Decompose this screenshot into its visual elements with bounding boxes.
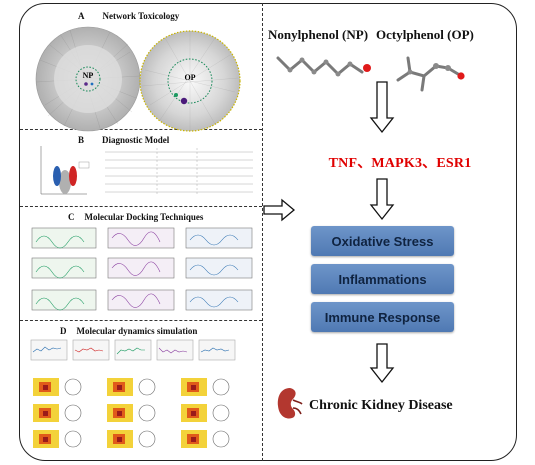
np-network: NP	[35, 26, 141, 132]
panel-d-label: Molecular dynamics simulation	[76, 326, 198, 336]
forest-plot	[105, 148, 253, 196]
op-network: OP	[139, 30, 241, 132]
np-node-label: NP	[83, 71, 94, 80]
arrow-down-icon	[369, 178, 395, 221]
np-molecule	[276, 56, 371, 77]
panel-c-letter: C	[68, 212, 75, 222]
panel-b-letter: B	[78, 135, 85, 145]
dynamics-figures	[30, 339, 236, 449]
gene-targets: TNF、MAPK3、ESR1	[328, 156, 472, 171]
center-divider	[262, 3, 263, 461]
np-compound-label: Nonylphenol (NP)	[268, 27, 369, 42]
panel-c-title: C Molecular Docking Techniques	[68, 212, 203, 222]
op-compound-label: Octylphenol (OP)	[376, 27, 474, 42]
kidney-icon	[277, 388, 303, 419]
panel-divider-cd	[20, 320, 262, 321]
arrow-right-icon	[263, 198, 296, 222]
panel-b-title: B Diagnostic Model	[78, 135, 169, 145]
panel-divider-ab	[20, 129, 262, 130]
panel-a-label: Network Toxicology	[102, 11, 180, 21]
diagnostic-model-figures	[40, 146, 253, 196]
panel-d-title: D Molecular dynamics simulation	[60, 326, 197, 336]
arrow-down-icon	[369, 343, 395, 384]
mechanism-inflammations: Inflammations	[311, 264, 454, 294]
mechanism-oxidative-stress: Oxidative Stress	[311, 226, 454, 256]
panel-c-label: Molecular Docking Techniques	[84, 212, 204, 222]
volcano-plot	[40, 146, 90, 195]
docking-figures	[31, 227, 253, 311]
panel-a-letter: A	[78, 11, 85, 21]
panel-d-letter: D	[60, 326, 67, 336]
mechanism-immune-response: Immune Response	[311, 302, 454, 332]
figure-frame	[19, 3, 517, 461]
op-molecule	[396, 56, 465, 92]
op-node-label: OP	[184, 73, 195, 82]
outcome-label: Chronic Kidney Disease	[309, 398, 453, 413]
panel-divider-bc	[20, 206, 262, 207]
panel-a-title: A Network Toxicology	[78, 11, 179, 21]
free-energy-landscapes	[32, 378, 230, 449]
panel-b-label: Diagnostic Model	[102, 135, 170, 145]
arrow-down-icon	[369, 81, 395, 134]
